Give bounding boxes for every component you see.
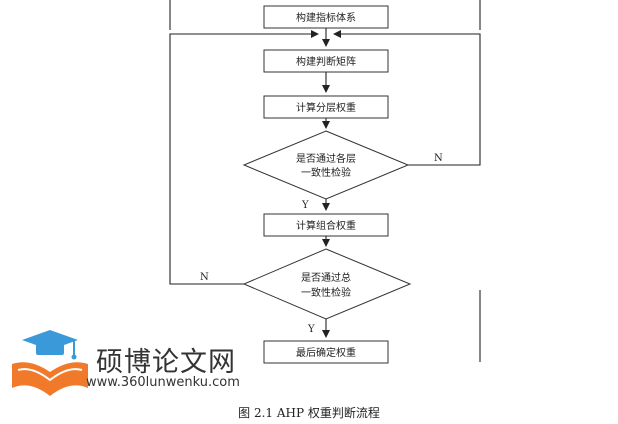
node-final-weights: [263, 340, 389, 364]
watermark-url: www.360lunwenku.com: [86, 375, 240, 390]
figure-caption: 图 2.1 AHP 权重判断流程: [238, 406, 380, 420]
edge-total-check-no: [169, 30, 319, 285]
node-total-check-label-2: 一致性检验: [301, 286, 351, 299]
node-layer-check-label-1: 是否通过各层: [296, 152, 356, 165]
graduation-cap-book-icon: [12, 330, 88, 396]
watermark: 硕博论文网 www.360lunwenku.com: [10, 330, 270, 402]
watermark-title: 硕博论文网: [96, 347, 236, 378]
node-total-check-label-1: 是否通过总: [301, 271, 351, 284]
node-final-weights-label: 最后确定权重: [296, 346, 356, 359]
edge-layer-check-no: [333, 30, 481, 166]
node-layer-weights-label: 计算分层权重: [296, 101, 356, 114]
node-total-check: [242, 248, 412, 320]
node-build-index-label: 构建指标体系: [296, 11, 356, 24]
edge-layer-check-no-label: N: [434, 153, 443, 164]
node-layer-check-label-2: 一致性检验: [301, 166, 351, 179]
node-layer-check: [242, 130, 410, 200]
edge-layer-check-yes-label: Y: [301, 200, 309, 211]
edge-total-check-no-label: N: [200, 272, 209, 283]
node-build-matrix-label: 构建判断矩阵: [296, 55, 356, 68]
node-combined-weights-label: 计算组合权重: [296, 219, 356, 232]
edge-total-check-yes-label: Y: [307, 324, 315, 335]
